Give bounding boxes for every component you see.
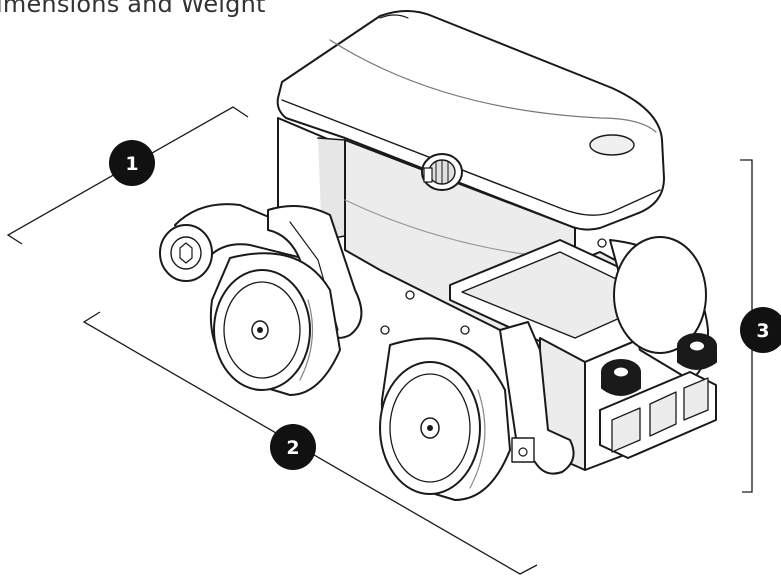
- scanner-device: [159, 10, 717, 501]
- callout-badge-3: 3: [740, 307, 781, 353]
- right-wheel: [379, 337, 511, 501]
- left-wheel: [209, 252, 341, 396]
- adjust-knob-right: [677, 333, 717, 370]
- callout-label-1: 1: [125, 153, 138, 175]
- callout-badge-1: 1: [109, 140, 155, 186]
- small-wheel: [159, 224, 213, 282]
- adjust-knob-left: [601, 359, 641, 396]
- cable-connector: [421, 153, 463, 191]
- callout-label-3: 3: [756, 320, 769, 342]
- page-title: imensions and Weight: [0, 0, 266, 18]
- chassis-screws: [380, 238, 607, 335]
- handle: [276, 10, 665, 231]
- clamp-lever: [499, 321, 575, 475]
- front-mount: [599, 371, 717, 459]
- callout-label-2: 2: [286, 437, 299, 459]
- callout-badge-2: 2: [270, 424, 316, 470]
